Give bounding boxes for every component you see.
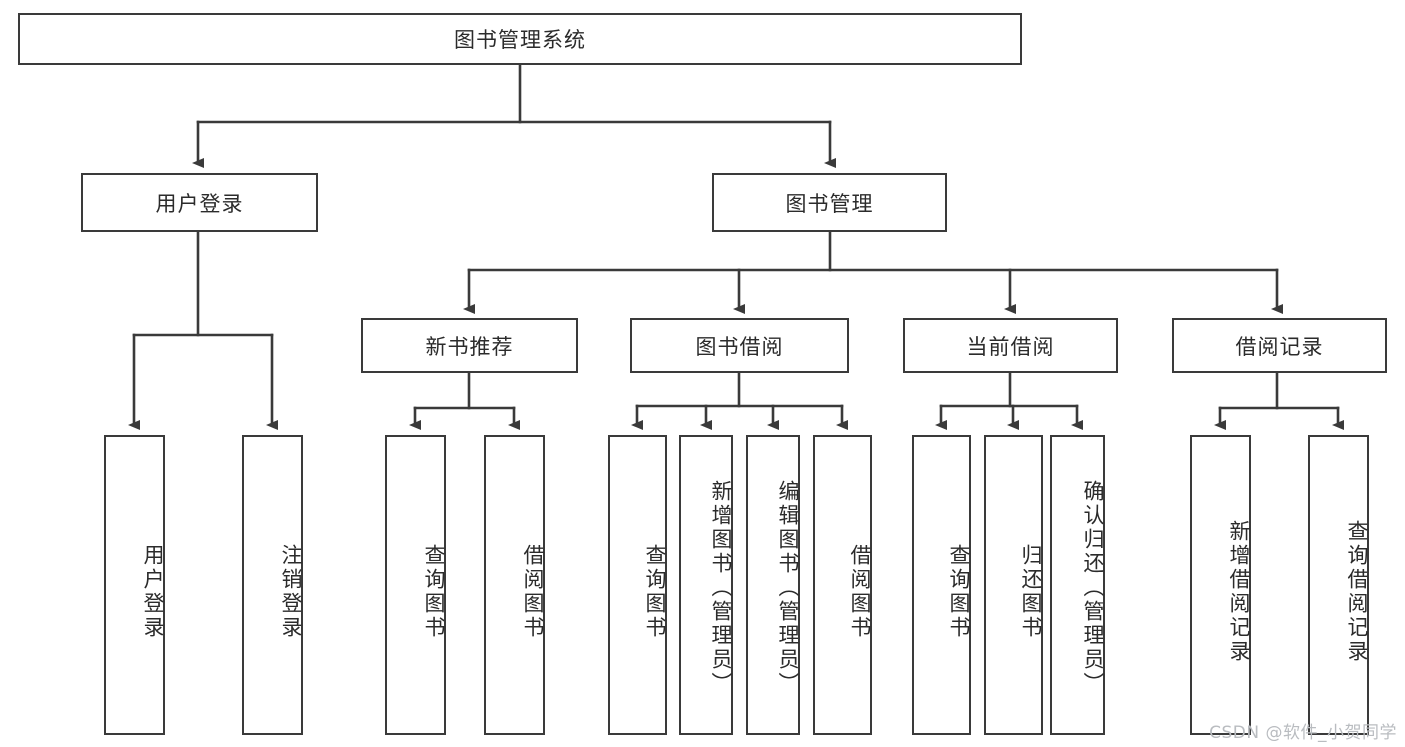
node-current-borrow[interactable]: 当前借阅: [903, 318, 1118, 373]
leaf-query-book-current[interactable]: 查询图书: [912, 435, 971, 735]
node-root[interactable]: 图书管理系统: [18, 13, 1022, 65]
leaf-confirm-return-admin[interactable]: 确认归还（管理员）: [1050, 435, 1105, 735]
node-new-book-recommend[interactable]: 新书推荐: [361, 318, 578, 373]
leaf-query-borrow-record[interactable]: 查询借阅记录: [1308, 435, 1369, 735]
leaf-borrow-book[interactable]: 借阅图书: [813, 435, 872, 735]
leaf-query-book-borrow[interactable]: 查询图书: [608, 435, 667, 735]
node-book-management[interactable]: 图书管理: [712, 173, 947, 232]
node-borrow-record[interactable]: 借阅记录: [1172, 318, 1387, 373]
node-book-borrow[interactable]: 图书借阅: [630, 318, 849, 373]
leaf-return-book[interactable]: 归还图书: [984, 435, 1043, 735]
leaf-edit-book-admin[interactable]: 编辑图书（管理员）: [746, 435, 800, 735]
csdn-watermark: CSDN @软件_小贺同学: [1209, 723, 1397, 743]
leaf-logout[interactable]: 注销登录: [242, 435, 303, 735]
leaf-borrow-book-newbook[interactable]: 借阅图书: [484, 435, 545, 735]
leaf-query-book-newbook[interactable]: 查询图书: [385, 435, 446, 735]
leaf-add-book-admin[interactable]: 新增图书（管理员）: [679, 435, 733, 735]
leaf-add-borrow-record[interactable]: 新增借阅记录: [1190, 435, 1251, 735]
leaf-user-login[interactable]: 用户登录: [104, 435, 165, 735]
node-user-login[interactable]: 用户登录: [81, 173, 318, 232]
